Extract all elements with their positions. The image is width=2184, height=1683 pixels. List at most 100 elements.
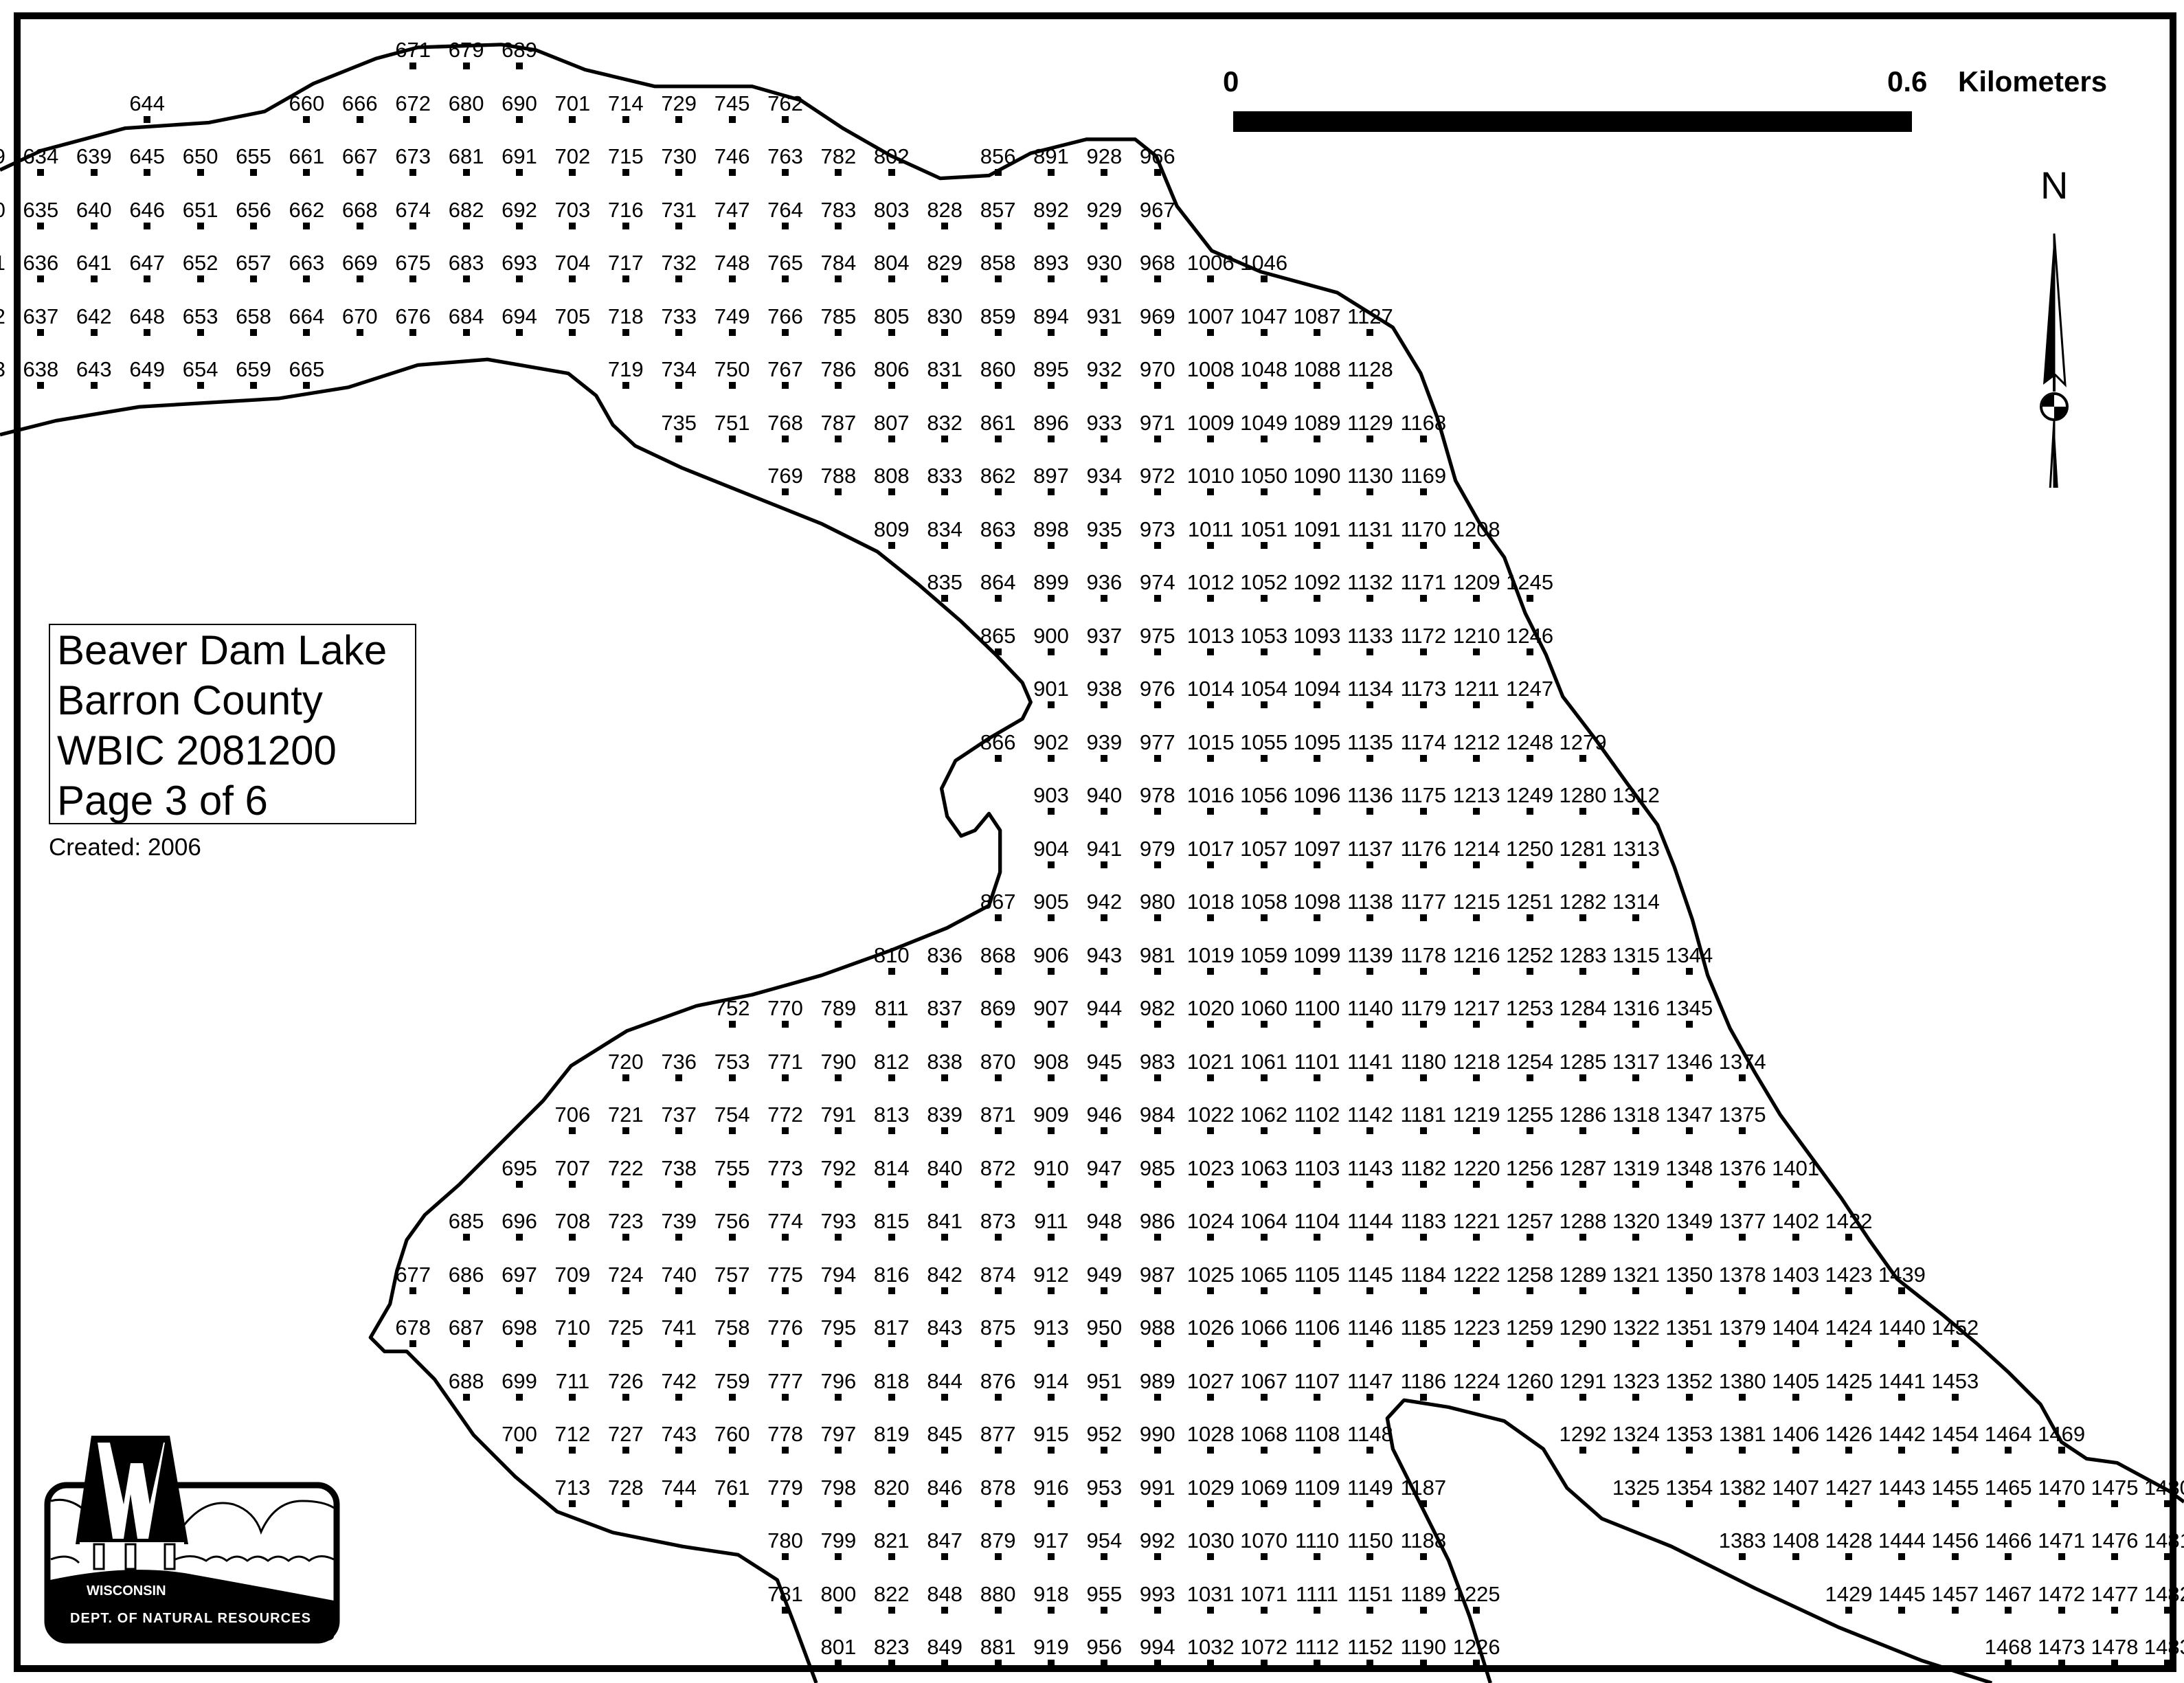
- depth-point-label: 1020: [1186, 996, 1235, 1020]
- depth-point-marker: [462, 1234, 470, 1241]
- depth-point-label: 709: [554, 1262, 591, 1287]
- depth-point-marker: [1048, 1553, 1055, 1560]
- depth-point-label: 918: [1033, 1581, 1069, 1606]
- depth-point-label: 1052: [1240, 570, 1288, 594]
- depth-point-marker: [1366, 1074, 1374, 1081]
- depth-point-label: 731: [661, 197, 697, 222]
- depth-point-label: 806: [873, 357, 910, 381]
- depth-point-label: 1151: [1347, 1581, 1393, 1606]
- depth-point-marker: [1366, 1606, 1374, 1614]
- depth-point-label: 835: [927, 570, 963, 594]
- depth-point-marker: [1473, 1287, 1481, 1294]
- depth-point-marker: [409, 328, 417, 336]
- depth-point-label: 1069: [1240, 1475, 1288, 1500]
- depth-point-label: 1475: [2091, 1475, 2139, 1500]
- depth-point-label: 787: [820, 410, 857, 435]
- depth-point-marker: [1101, 1340, 1108, 1347]
- depth-point-label: 1426: [1825, 1422, 1873, 1446]
- depth-point-marker: [994, 1447, 1002, 1454]
- depth-point-label: 951: [1086, 1368, 1123, 1393]
- depth-point-marker: [1526, 595, 1533, 602]
- depth-point-label: 1260: [1506, 1368, 1554, 1393]
- depth-point-label: 743: [661, 1422, 697, 1446]
- depth-point-label: 942: [1086, 890, 1123, 914]
- depth-point-marker: [1101, 169, 1108, 176]
- depth-point-label: 1442: [1878, 1422, 1926, 1446]
- depth-point-marker: [888, 1074, 895, 1081]
- depth-point-label: 1218: [1452, 1049, 1500, 1074]
- depth-point-label: 1096: [1293, 783, 1341, 807]
- depth-point-marker: [144, 382, 151, 389]
- depth-point-marker: [1260, 1447, 1268, 1454]
- depth-point-label: 910: [1033, 1155, 1069, 1180]
- depth-point-marker: [356, 222, 363, 229]
- depth-point-marker: [888, 222, 895, 229]
- depth-point-marker: [516, 1447, 523, 1454]
- depth-point-marker: [675, 435, 683, 442]
- depth-point-marker: [1579, 1340, 1586, 1347]
- depth-point-label: 1092: [1293, 570, 1341, 594]
- depth-point-label: 833: [927, 464, 963, 488]
- depth-point-marker: [728, 1180, 736, 1188]
- depth-point-label: 790: [820, 1049, 857, 1074]
- depth-point-label: 1401: [1772, 1155, 1820, 1180]
- depth-point-marker: [1632, 1447, 1640, 1454]
- depth-point-marker: [1101, 648, 1108, 655]
- depth-point-marker: [1526, 754, 1533, 762]
- depth-point-marker: [835, 1500, 842, 1507]
- depth-point-marker: [1048, 222, 1055, 229]
- depth-point-label: 682: [448, 197, 484, 222]
- depth-point-label: 1378: [1718, 1262, 1766, 1287]
- depth-point-label: 1131: [1347, 517, 1393, 541]
- depth-point-label: 1060: [1240, 996, 1288, 1020]
- depth-point-marker: [1579, 967, 1586, 975]
- depth-point-marker: [1792, 1180, 1799, 1188]
- depth-point-label: 1252: [1506, 942, 1554, 967]
- depth-point-label: 758: [714, 1315, 750, 1340]
- depth-point-label: 877: [980, 1422, 1016, 1446]
- depth-point-marker: [1260, 435, 1268, 442]
- depth-point-marker: [1207, 1127, 1215, 1134]
- depth-point-label: 700: [502, 1422, 537, 1446]
- depth-point-marker: [835, 1127, 842, 1134]
- depth-point-marker: [1739, 1500, 1746, 1507]
- depth-point-marker: [303, 169, 311, 176]
- depth-point-label: 919: [1033, 1635, 1069, 1659]
- depth-point-marker: [1260, 1606, 1268, 1614]
- depth-point-label: 867: [980, 890, 1016, 914]
- depth-point-label: 1349: [1665, 1209, 1713, 1233]
- depth-point-label: 878: [980, 1475, 1016, 1500]
- depth-point-marker: [1153, 861, 1161, 868]
- depth-point-label: 1251: [1506, 890, 1554, 914]
- depth-point-marker: [516, 1340, 523, 1347]
- depth-point-marker: [1845, 1447, 1852, 1454]
- scale-start-label: 0: [1223, 65, 1239, 98]
- depth-point-label: 982: [1139, 996, 1175, 1020]
- depth-point-marker: [1101, 1127, 1108, 1134]
- depth-point-label: 1381: [1718, 1422, 1766, 1446]
- depth-point-marker: [462, 1340, 470, 1347]
- depth-point-marker: [2005, 1660, 2012, 1667]
- depth-point-label: 948: [1086, 1209, 1123, 1233]
- depth-point-marker: [1845, 1393, 1852, 1401]
- wdnr-logo: WISCONSIN DEPT. OF NATURAL RESOURCES: [44, 1436, 340, 1644]
- depth-point-marker: [888, 967, 895, 975]
- depth-point-marker: [1048, 808, 1055, 815]
- depth-point-marker: [1048, 1234, 1055, 1241]
- depth-point-label: 843: [927, 1315, 963, 1340]
- depth-point-label: 838: [927, 1049, 963, 1074]
- depth-point-marker: [1153, 967, 1161, 975]
- depth-point-marker: [782, 115, 789, 123]
- depth-point-marker: [569, 1180, 576, 1188]
- depth-point-marker: [728, 275, 736, 282]
- depth-point-label: 1439: [1878, 1262, 1926, 1287]
- depth-point-label: 1135: [1347, 730, 1393, 754]
- depth-point-label: 1476: [2091, 1528, 2139, 1552]
- depth-point-marker: [1473, 701, 1481, 708]
- depth-point-marker: [37, 382, 45, 389]
- depth-point-marker: [622, 1393, 629, 1401]
- depth-point-marker: [1048, 1180, 1055, 1188]
- depth-point-label: 728: [607, 1475, 644, 1500]
- depth-point-label: 796: [820, 1368, 857, 1393]
- depth-point-label: 911: [1034, 1209, 1068, 1233]
